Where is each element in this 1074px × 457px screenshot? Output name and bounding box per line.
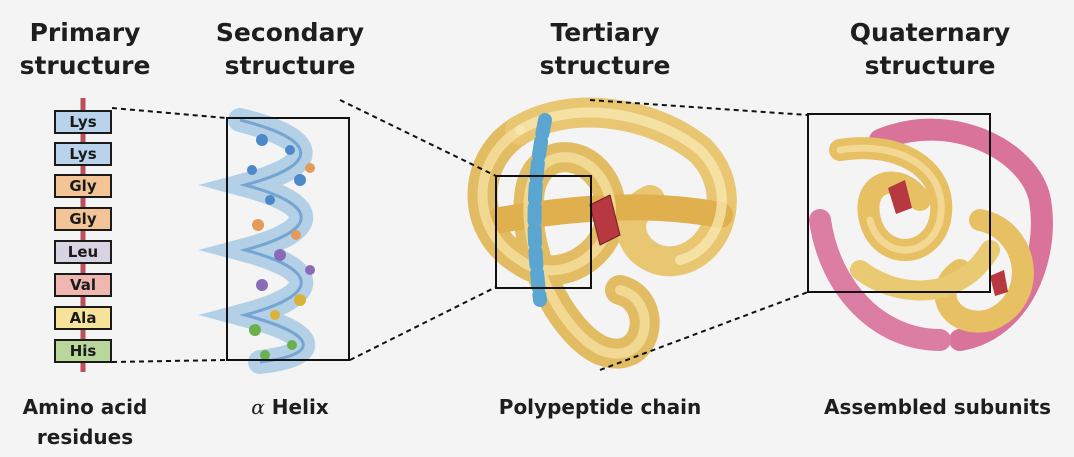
residue-box: Ala xyxy=(54,306,112,330)
residue-box: Lys xyxy=(54,142,112,166)
residue-box: Gly xyxy=(54,207,112,231)
tertiary-caption: Polypeptide chain xyxy=(475,392,725,422)
residue-label: Val xyxy=(70,276,96,294)
residue-box: His xyxy=(54,339,112,363)
secondary-zoom-frame xyxy=(226,117,350,361)
quaternary-structure-title: Quaternary structure xyxy=(830,16,1030,82)
residue-label: His xyxy=(70,342,97,360)
tertiary-title-line1: Tertiary xyxy=(520,16,690,49)
tertiary-title-line2: structure xyxy=(520,49,690,82)
secondary-structure-title: Secondary structure xyxy=(195,16,385,82)
primary-caption-line2: residues xyxy=(5,422,165,452)
primary-caption: Amino acid residues xyxy=(5,392,165,452)
residue-label: Leu xyxy=(68,243,98,261)
tertiary-caption-text: Polypeptide chain xyxy=(499,395,701,419)
primary-title-line2: structure xyxy=(10,49,160,82)
primary-caption-line1: Amino acid xyxy=(5,392,165,422)
residue-box: Val xyxy=(54,273,112,297)
residue-label: Lys xyxy=(69,113,96,131)
tertiary-structure-title: Tertiary structure xyxy=(520,16,690,82)
secondary-title-line1: Secondary xyxy=(195,16,385,49)
residue-box: Lys xyxy=(54,110,112,134)
primary-title-line1: Primary xyxy=(10,16,160,49)
quaternary-caption-text: Assembled subunits xyxy=(824,395,1051,419)
quaternary-title-line1: Quaternary xyxy=(830,16,1030,49)
alpha-symbol: α xyxy=(251,395,265,419)
secondary-caption-text: Helix xyxy=(272,395,329,419)
quaternary-caption: Assembled subunits xyxy=(810,392,1065,422)
residue-box: Leu xyxy=(54,240,112,264)
residue-label: Gly xyxy=(69,177,96,195)
residue-box: Gly xyxy=(54,174,112,198)
secondary-caption: α Helix xyxy=(225,392,355,422)
quaternary-zoom-frame xyxy=(807,113,991,293)
residue-label: Gly xyxy=(69,210,96,228)
secondary-title-line2: structure xyxy=(195,49,385,82)
primary-structure-title: Primary structure xyxy=(10,16,160,82)
residue-label: Lys xyxy=(69,145,96,163)
quaternary-title-line2: structure xyxy=(830,49,1030,82)
tertiary-zoom-frame xyxy=(495,175,592,289)
residue-label: Ala xyxy=(70,309,97,327)
